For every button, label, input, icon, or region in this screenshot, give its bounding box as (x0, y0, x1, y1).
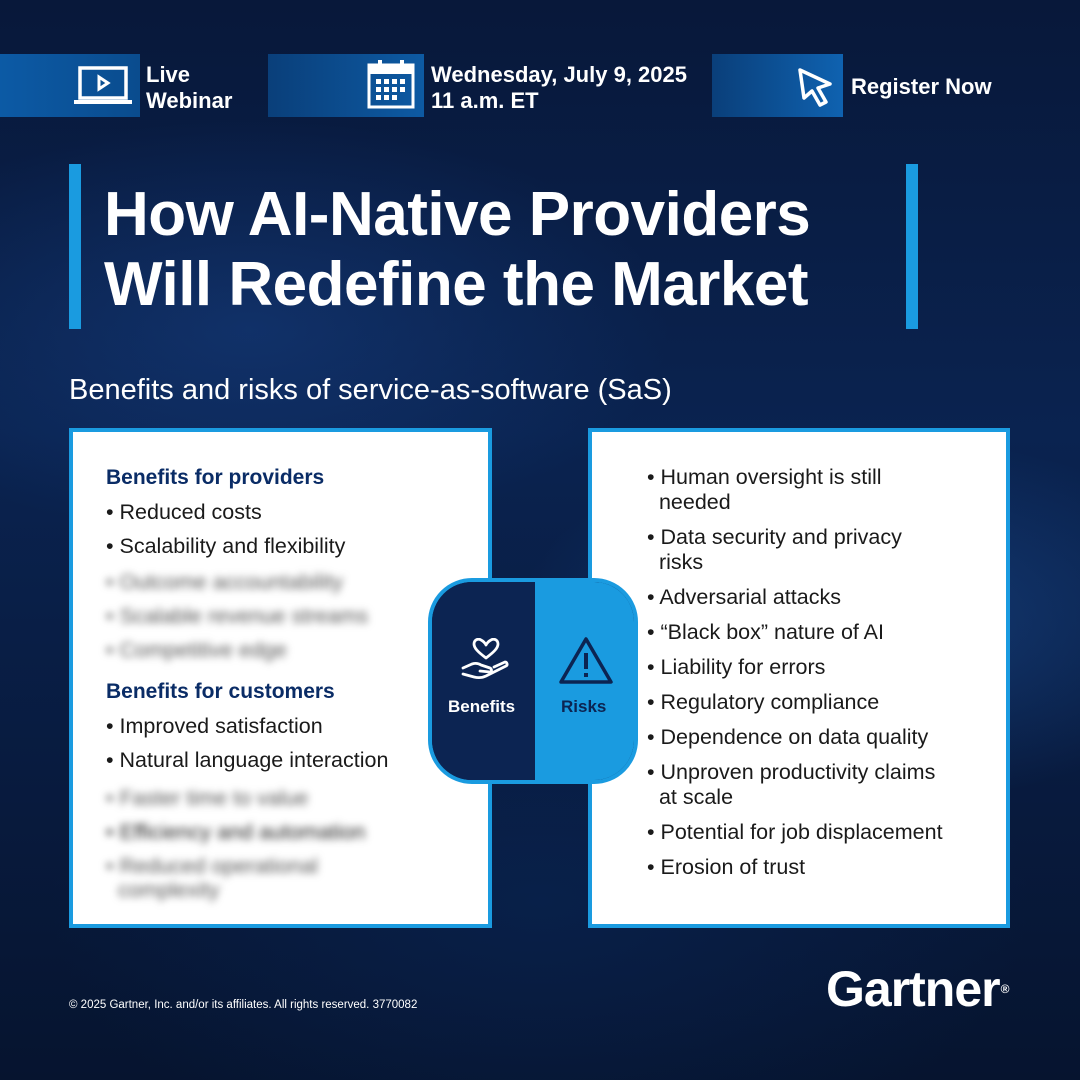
list-item: • Adversarial attacks (647, 585, 841, 609)
warning-icon (558, 636, 614, 691)
list-item: • Human oversight is still (647, 465, 882, 489)
badge-risks-label: Risks (561, 697, 607, 716)
copyright-text: © 2025 Gartner, Inc. and/or its affiliat… (69, 999, 418, 1011)
blurred-list-item: • Competitive edge (106, 638, 287, 662)
list-item: • Potential for job displacement (647, 820, 943, 844)
calendar-icon (367, 59, 415, 114)
blurred-list-item: • Faster time to value (106, 786, 309, 810)
list-item: • Regulatory compliance (647, 690, 880, 714)
blurred-list-item: • Scalable revenue streams (106, 604, 369, 628)
heart-hand-icon (460, 637, 512, 687)
customers-heading: Benefits for customers (106, 680, 335, 703)
list-item: needed (647, 490, 731, 514)
register-now-button[interactable]: Register Now (851, 74, 992, 99)
title-left-bracket (69, 164, 81, 329)
risks-panel: • Human oversight is still needed • Data… (588, 428, 1010, 928)
list-item: • Natural language interaction (106, 748, 389, 772)
subtitle: Benefits and risks of service-as-softwar… (69, 374, 672, 406)
blurred-list-item: • Efficiency and automation (106, 820, 366, 844)
webinar-label: Live Webinar (146, 62, 233, 113)
list-item: • Reduced costs (106, 500, 262, 524)
webinar-bar-segment (0, 54, 140, 117)
list-item: • “Black box” nature of AI (647, 620, 884, 644)
badge-benefits-half: Benefits (432, 582, 535, 780)
badge-risks-half: Risks (535, 582, 634, 780)
title-right-bracket (906, 164, 918, 329)
list-item: • Dependence on data quality (647, 725, 929, 749)
list-item: • Data security and privacy (647, 525, 902, 549)
list-item: • Unproven productivity claims (647, 760, 936, 784)
list-item: • Improved satisfaction (106, 714, 323, 738)
blurred-list-item: complexity (106, 878, 220, 902)
list-item: at scale (647, 785, 734, 809)
laptop-icon (73, 66, 133, 111)
blurred-list-item: • Outcome accountability (106, 570, 343, 594)
blurred-list-item: • Reduced operational (106, 854, 318, 878)
badge-benefits-label: Benefits (448, 697, 516, 716)
list-item: • Scalability and flexibility (106, 534, 346, 558)
benefits-risks-badge: Benefits Risks (428, 578, 638, 784)
page-title: How AI-Native Providers Will Redefine th… (104, 180, 811, 319)
list-item: • Liability for errors (647, 655, 826, 679)
date-time-label: Wednesday, July 9, 2025 11 a.m. ET (431, 62, 687, 113)
providers-heading: Benefits for providers (106, 466, 325, 489)
cursor-icon[interactable] (796, 66, 840, 115)
list-item: risks (647, 550, 704, 574)
list-item: • Erosion of trust (647, 855, 806, 879)
gartner-logo: Gartner® (826, 961, 1009, 1017)
